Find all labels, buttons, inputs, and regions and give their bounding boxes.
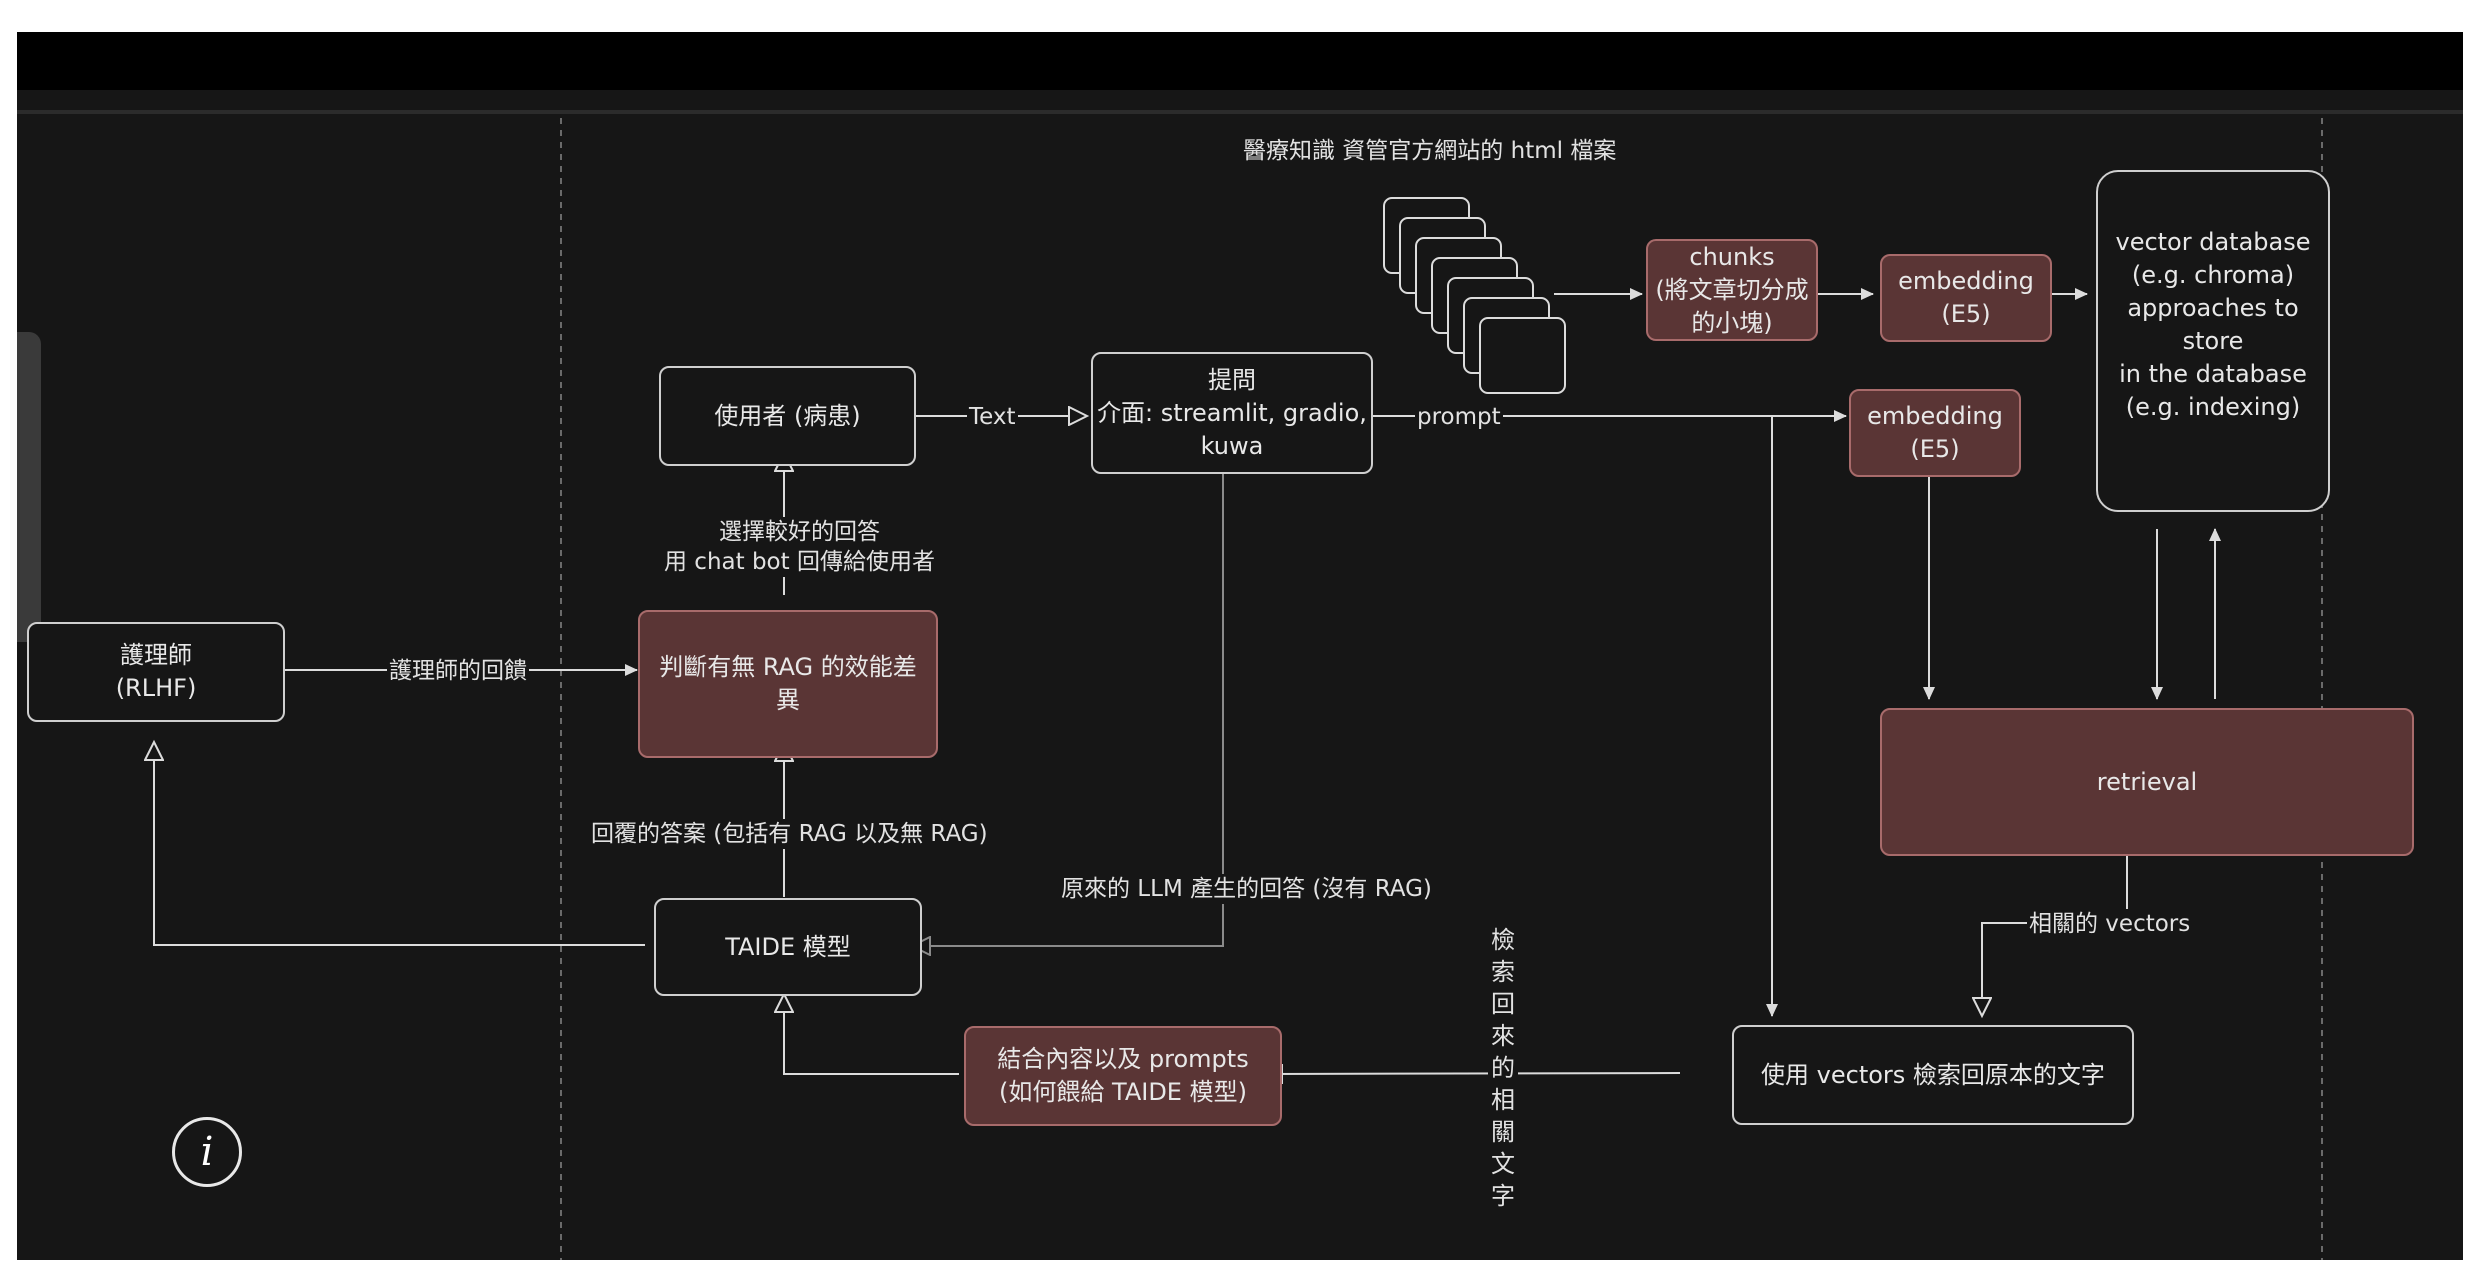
embedding-top-node[interactable]: embedding (E5) <box>1880 254 2052 342</box>
related-vectors-label: 相關的 vectors <box>2027 909 2193 939</box>
text-edge-label: Text <box>967 402 1018 432</box>
html-files-stack-icon <box>1383 197 1566 394</box>
use-vectors-node[interactable]: 使用 vectors 檢索回原本的文字 <box>1732 1025 2134 1125</box>
top-divider <box>17 110 2463 114</box>
chunks-node[interactable]: chunks (將文章切分成 的小塊) <box>1646 239 1818 341</box>
nurse-node[interactable]: 護理師 (RLHF) <box>27 622 285 722</box>
side-panel-tab[interactable] <box>17 332 41 642</box>
replied-answers-label: 回覆的答案 (包括有 RAG 以及無 RAG) <box>589 819 990 849</box>
question-node[interactable]: 提問 介面: streamlit, gradio, kuwa <box>1091 352 1373 474</box>
vector-database-node[interactable]: vector database (e.g. chroma) approaches… <box>2096 170 2330 512</box>
diagram-canvas: 醫療知識 資管官方網站的 html 檔案 Text prompt 選擇較好的回答… <box>17 32 2463 1260</box>
judge-node[interactable]: 判斷有無 RAG 的效能差 異 <box>638 610 938 758</box>
info-icon[interactable]: i <box>172 1117 242 1187</box>
nurse-feedback-label: 護理師的回饋 <box>387 656 529 686</box>
retrieval-node[interactable]: retrieval <box>1880 708 2414 856</box>
top-bar <box>17 32 2463 90</box>
edge-combine-taide <box>784 994 959 1075</box>
html-files-caption: 醫療知識 資管官方網站的 html 檔案 <box>1243 138 1617 164</box>
diagram-connectors <box>17 118 2323 1260</box>
edge-usevectors-combine <box>1264 1073 1681 1074</box>
select-answer-label: 選擇較好的回答 用 chat bot 回傳給使用者 <box>662 517 937 577</box>
taide-model-node[interactable]: TAIDE 模型 <box>654 898 922 996</box>
prompt-edge-label: prompt <box>1415 402 1503 432</box>
user-node[interactable]: 使用者 (病患) <box>659 366 916 466</box>
embedding-mid-node[interactable]: embedding (E5) <box>1849 389 2021 477</box>
edge-question-taide <box>912 472 1224 946</box>
edge-taide-nurse <box>154 742 645 946</box>
combine-prompts-node[interactable]: 結合內容以及 prompts (如何餵給 TAIDE 模型) <box>964 1026 1282 1126</box>
original-llm-answer-label: 原來的 LLM 產生的回答 (沒有 RAG) <box>1059 874 1434 904</box>
retrieved-text-vertical-label: 檢索回來的相關文字 <box>1488 924 1518 1212</box>
